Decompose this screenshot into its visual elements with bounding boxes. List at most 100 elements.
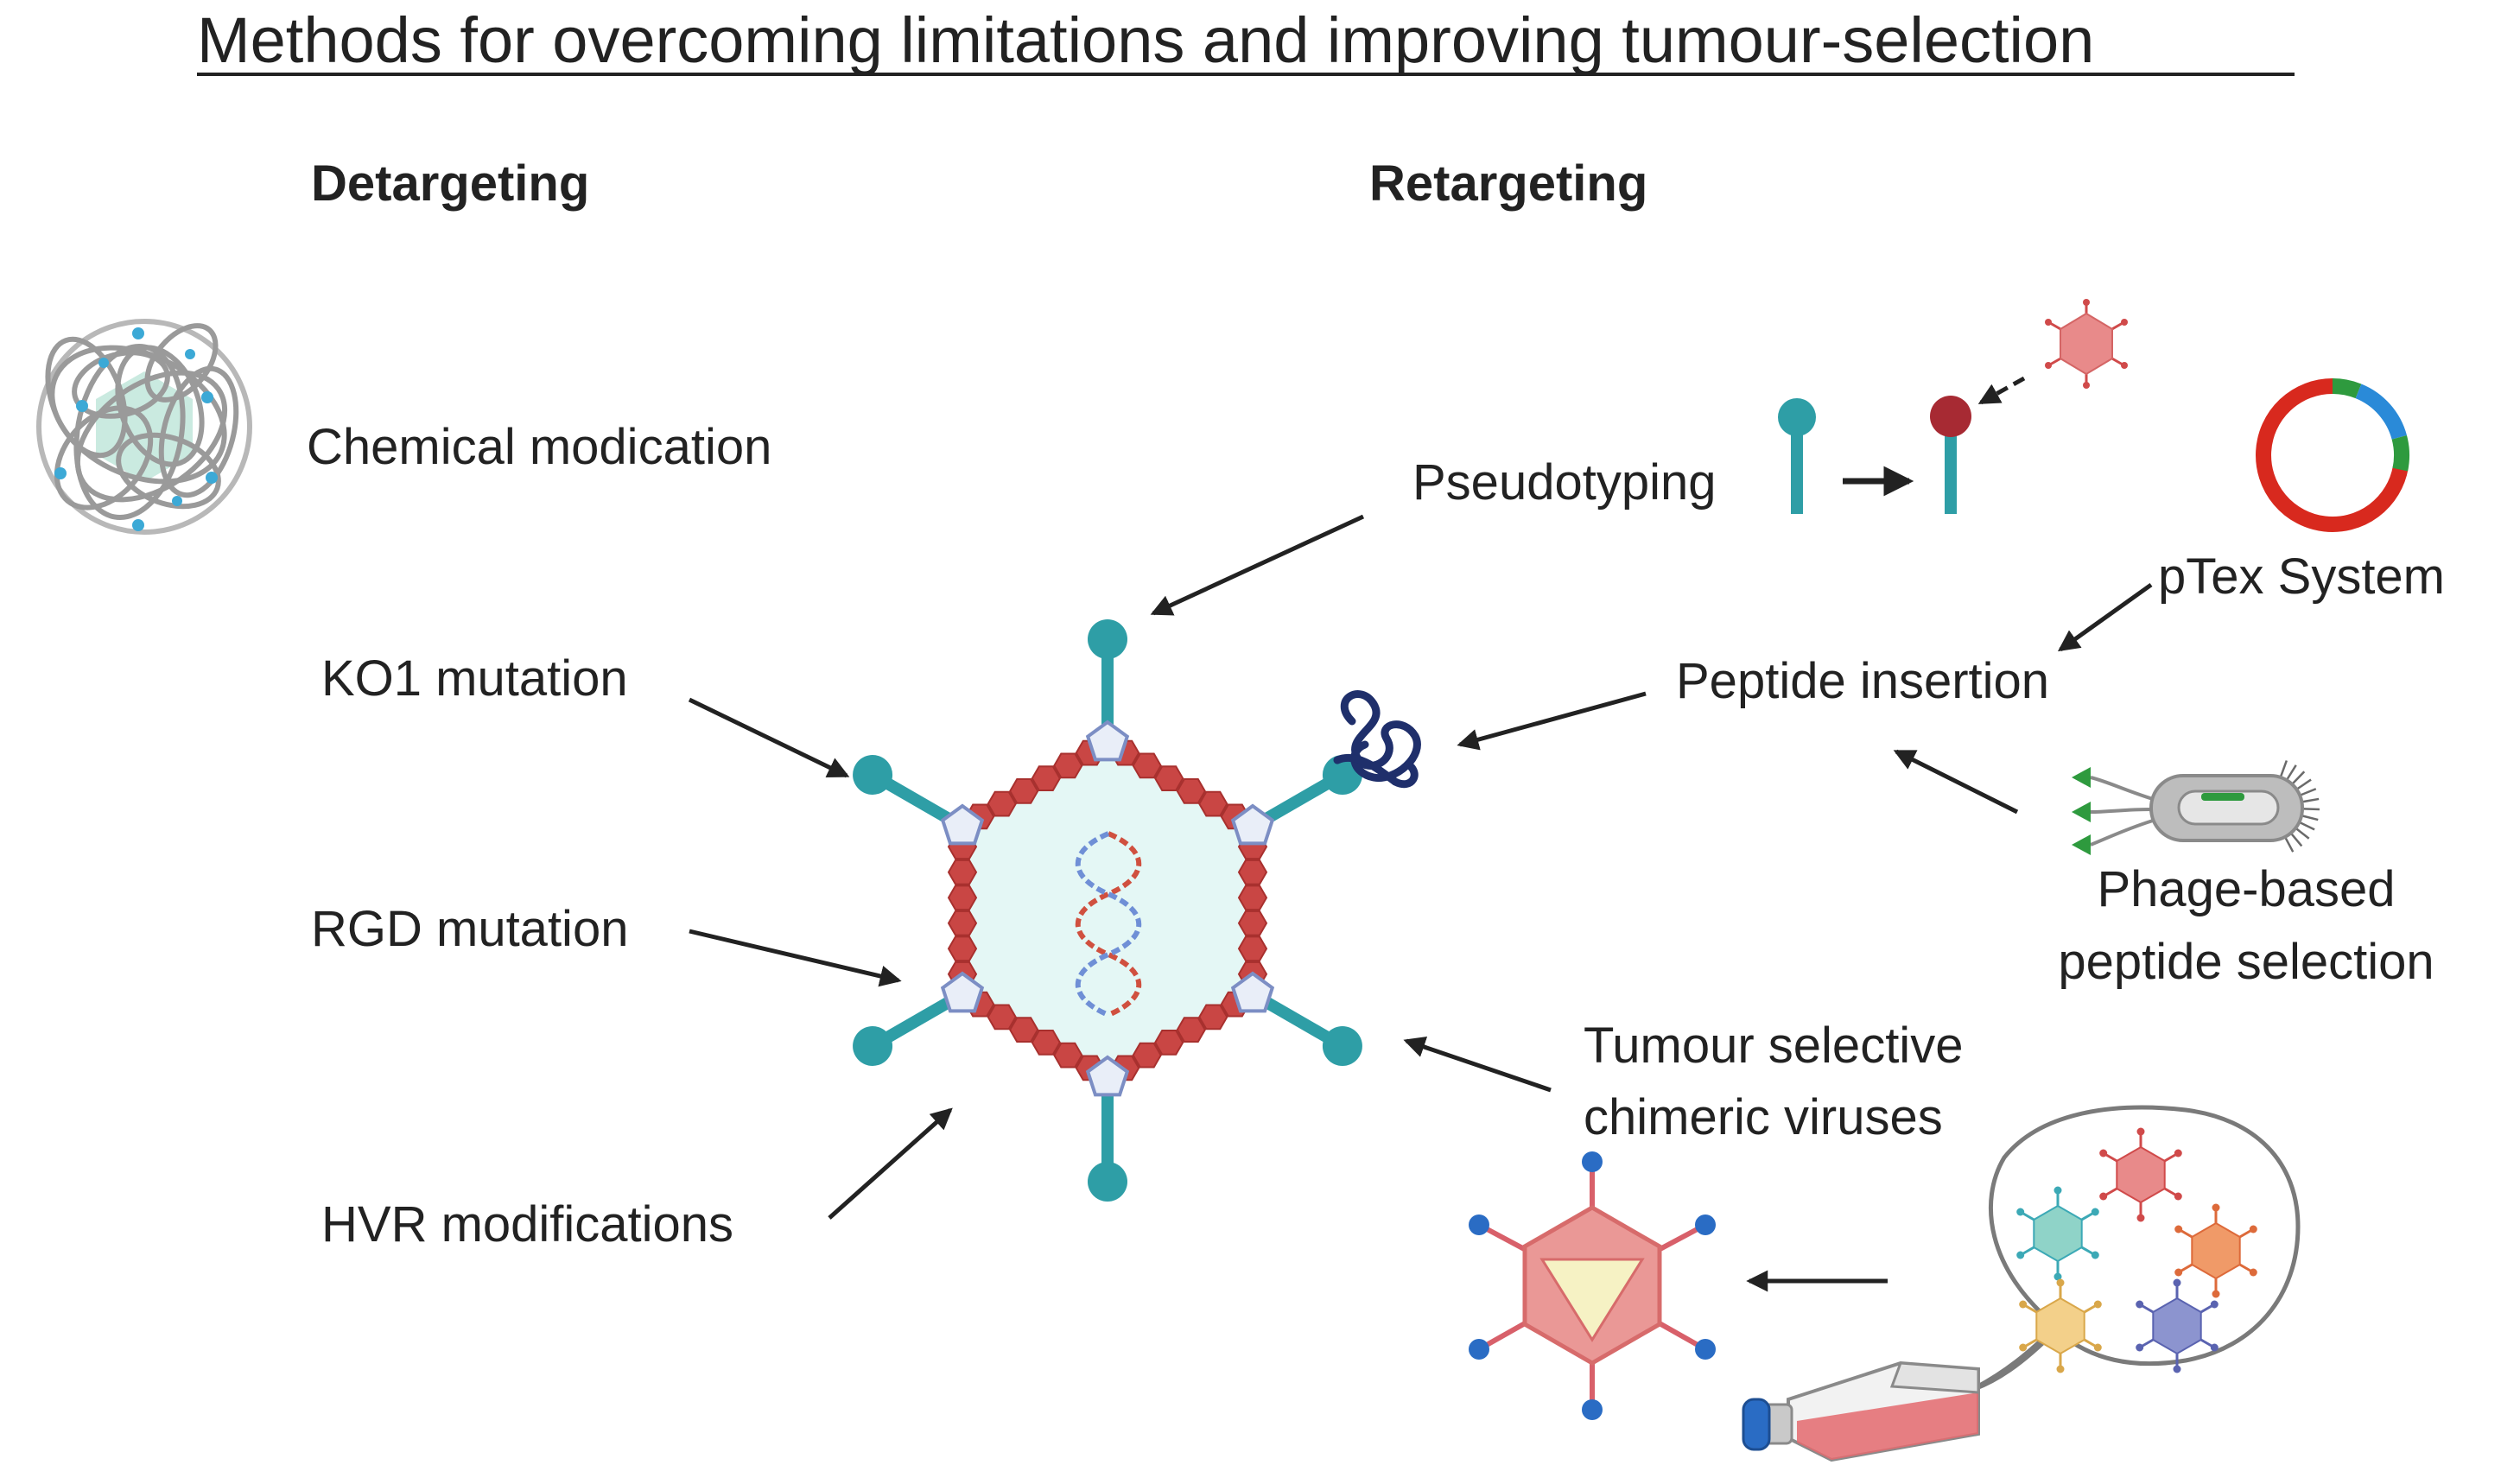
- peptide-chain-icon: [1333, 690, 1421, 788]
- pseudotyping-label: Pseudotyping: [1412, 454, 1716, 511]
- hexon: [1132, 1042, 1162, 1069]
- hvr-modifications-label: HVR modifications: [321, 1196, 733, 1253]
- mini-virus-knob: [2016, 1251, 2025, 1259]
- donor-virus-icon: [2045, 299, 2128, 389]
- mini-virus-knob: [2093, 1300, 2102, 1309]
- penton: [1230, 803, 1275, 846]
- capsid-hexons: [947, 739, 1268, 1081]
- mini-virus-capsid: [2035, 1297, 2085, 1355]
- mini-virus-capsid: [2033, 1204, 2083, 1263]
- mini-virus-icon: [2136, 1278, 2219, 1373]
- mini-virus-knob: [2091, 1251, 2099, 1259]
- bacterium-flagellum: [2295, 778, 2312, 790]
- bacteriophage-bacterium-icon: [2072, 760, 2320, 855]
- plasmid-ring-icon: [2256, 377, 2410, 532]
- mini-virus-knob: [2053, 1272, 2062, 1281]
- detargeting-arrows: [688, 697, 953, 1220]
- hexon: [1009, 1017, 1039, 1043]
- mini-virus-icon: [2019, 1278, 2102, 1373]
- hexon: [987, 1004, 1017, 1031]
- penton: [1085, 1055, 1130, 1097]
- viral-genome-icon: [1075, 831, 1142, 1018]
- hexon: [1237, 859, 1268, 885]
- diagram-title: Methods for overcoming limitations and i…: [197, 4, 2094, 76]
- retargeting-arrows: [1150, 514, 2153, 1292]
- chimeric-virus-icon: [1469, 1151, 1716, 1420]
- penton: [940, 971, 985, 1013]
- bacterium-flagellum: [2301, 814, 2319, 821]
- mini-virus-knob: [2016, 1208, 2025, 1216]
- fiber-knob: [853, 755, 893, 795]
- chemical-modification-label: Chemical modication: [307, 419, 771, 475]
- hexon: [1176, 778, 1206, 804]
- hexon: [947, 910, 978, 936]
- mini-virus-knob: [2056, 1365, 2065, 1373]
- hexon: [947, 935, 978, 962]
- mini-virus-knob: [2173, 1278, 2181, 1287]
- detargeting-heading: Detargeting: [311, 155, 589, 212]
- mini-virus-knob: [2056, 1278, 2065, 1287]
- fiber-knob: [1088, 1162, 1127, 1202]
- mini-virus-knob: [2136, 1214, 2145, 1222]
- penton: [940, 803, 985, 846]
- tumour-selective-label-line1: Tumour selective: [1584, 1018, 1963, 1074]
- retargeting-heading: Retargeting: [1369, 155, 1647, 212]
- bacterium-flagellum: [2299, 788, 2317, 796]
- mini-virus-icon: [2016, 1186, 2099, 1281]
- hexon: [1237, 935, 1268, 962]
- mini-virus-knob: [2099, 1192, 2108, 1201]
- hexon: [1053, 752, 1083, 779]
- mini-virus-icon: [2174, 1203, 2257, 1298]
- hexon: [1154, 765, 1184, 791]
- mini-virus-capsid: [2116, 1145, 2166, 1204]
- mini-virus-knob: [2136, 1343, 2144, 1352]
- mini-virus-knob: [2019, 1343, 2028, 1352]
- hexon: [1237, 885, 1268, 911]
- hexon: [1132, 752, 1162, 779]
- mini-virus-capsid: [2191, 1221, 2241, 1280]
- peptide-insertion-label: Peptide insertion: [1676, 653, 2049, 709]
- mini-virus-knob: [2053, 1186, 2062, 1195]
- bacterium-flagellum: [2286, 764, 2297, 781]
- ptex-system-label: pTex System: [2158, 549, 2445, 605]
- mini-virus-knob: [2093, 1343, 2102, 1352]
- mini-virus-knob: [2210, 1300, 2219, 1309]
- hexon: [1198, 790, 1228, 817]
- fiber-knob: [1322, 1026, 1362, 1066]
- hexon: [1053, 1042, 1083, 1069]
- mini-virus-knob: [2174, 1149, 2182, 1157]
- hexon: [1154, 1030, 1184, 1056]
- hexon: [1031, 1030, 1061, 1056]
- mini-virus-knob: [2249, 1268, 2257, 1277]
- bubble-virus-group: [2016, 1127, 2257, 1373]
- mini-virus-knob: [2210, 1343, 2219, 1352]
- bacterium-flagellum: [2301, 797, 2320, 803]
- culture-flask-icon: [1742, 1105, 2301, 1462]
- mini-virus-knob: [2174, 1268, 2183, 1277]
- phage-selection-label-line2: peptide selection: [2058, 934, 2434, 990]
- adenovirus-capsid-icon: [853, 619, 1362, 1202]
- penton: [1230, 971, 1275, 1013]
- mini-virus-knob: [2091, 1208, 2099, 1216]
- mini-virus-knob: [2136, 1127, 2145, 1136]
- capsid-pentons: [940, 720, 1275, 1097]
- mini-virus-knob: [2136, 1300, 2144, 1309]
- mini-virus-knob: [2173, 1365, 2181, 1373]
- bacterium-flagellum: [2289, 832, 2303, 847]
- polymer-coated-virus-icon: [36, 319, 252, 535]
- hexon: [947, 885, 978, 911]
- hexon: [1237, 910, 1268, 936]
- rgd-mutation-label: RGD mutation: [311, 901, 628, 957]
- mini-virus-capsid: [2152, 1297, 2202, 1355]
- mini-virus-knob: [2249, 1225, 2257, 1233]
- mini-virus-knob: [2099, 1149, 2108, 1157]
- hexon: [947, 859, 978, 885]
- mini-virus-knob: [2174, 1225, 2183, 1233]
- fiber-knob: [1088, 619, 1127, 659]
- hexon: [1176, 1017, 1206, 1043]
- mini-virus-knob: [2212, 1203, 2220, 1212]
- fiber-knob: [853, 1026, 893, 1066]
- bacterium-flagellum: [2279, 760, 2288, 777]
- hexon: [987, 790, 1017, 817]
- hexon: [1031, 765, 1061, 791]
